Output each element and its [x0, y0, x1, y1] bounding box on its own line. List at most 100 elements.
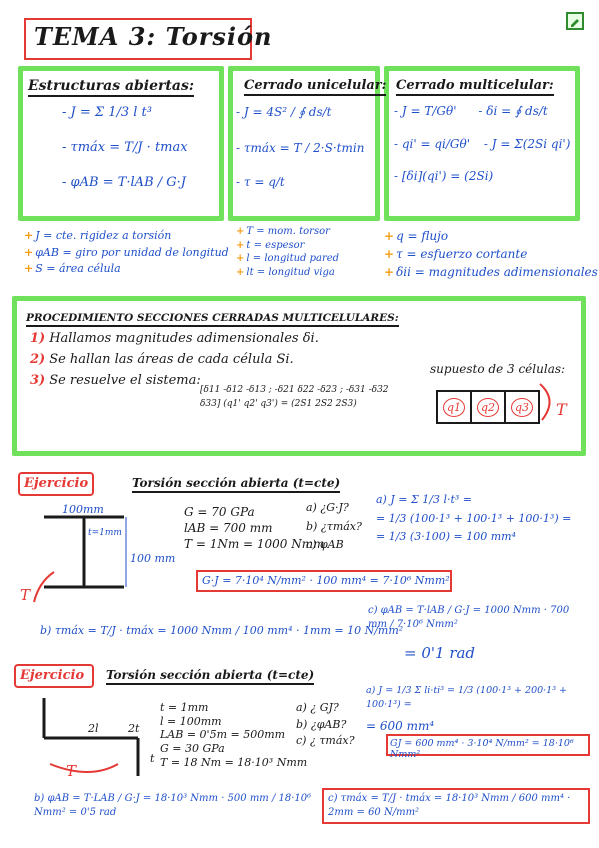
ex1-given-g: G = 70 GPa	[184, 505, 255, 519]
legend-lt: lt = longitud viga	[246, 266, 335, 278]
ex2-asks: a) ¿ GJ? b) ¿φAB? c) ¿ τmáx?	[296, 701, 355, 748]
ex2-tag-box	[14, 664, 94, 688]
formula-j: - J = Σ 1/3 l t³	[62, 105, 152, 120]
ex1-height-label: 100 mm	[130, 552, 176, 565]
ex2-part-a: a) J = 1/3 Σ li·ti³ = 1/3 (100·1³ + 200·…	[366, 684, 592, 735]
legend-j: J = cte. rigidez a torsión	[35, 229, 172, 242]
three-cell-diagram: q1 q2 q3	[436, 390, 540, 424]
box-cerrado-multicelular	[384, 66, 580, 221]
ex2-given-lab: LAB = 0'5m = 500mm	[160, 728, 286, 742]
formulas-multicelular: - J = T/Gθ' - δi = ∮ ds/t - qi' = qi/Gθ'…	[394, 104, 570, 183]
formula-phi: - φAB = T·lAB / G·J	[62, 174, 187, 190]
box-cerrado-unicelular	[228, 66, 380, 221]
supuesto-label: supuesto de 3 células:	[430, 362, 566, 376]
step-3-text: Se resuelve el sistema:	[49, 372, 201, 388]
ex1-part-b: b) τmáx = T/J · tmáx = 1000 Nmm / 100 mm…	[40, 624, 404, 637]
ex1-asks: a) ¿G·J? b) ¿τmáx? c) φAB	[306, 501, 362, 552]
ex2-part-c-box	[322, 788, 590, 824]
legend-delta: δii = magnitudes adimensionales	[396, 264, 598, 279]
ex1-given-t: T = 1Nm = 1000 Nmm	[184, 536, 325, 551]
ex2-ask-b: b) ¿φAB?	[296, 717, 347, 731]
legend-col3: +q = flujo +τ = esfuerzo cortante +δii =…	[384, 229, 598, 279]
ex1-title: Torsión sección abierta (t=cte)	[132, 476, 341, 493]
ex2-l2-label: 2t	[128, 722, 140, 735]
ex1-part-a: a) J = Σ 1/3 l·t³ = = 1/3 (100·1³ + 100·…	[376, 493, 572, 544]
ex2-part-b: b) φAB = T·LAB / G·J = 18·10³ Nmm · 500 …	[34, 793, 312, 818]
procedure-torque-label: T	[556, 400, 567, 419]
page-title: TEMA 3: Torsión	[34, 22, 273, 51]
formula-tmax-uni: - τmáx = T / 2·S·tmin	[236, 140, 365, 155]
procedure-steps: 1)Hallamos magnitudes adimensionales δi.…	[30, 331, 319, 389]
legend-phi: φAB = giro por unidad de longitud	[35, 245, 229, 259]
box-procedimiento	[12, 296, 586, 456]
formulas-unicelular: - J = 4S² / ∮ ds/t - τmáx = T / 2·S·tmin…	[236, 105, 365, 189]
legend-col1: +J = cte. rigidez a torsión +φAB = giro …	[24, 229, 229, 276]
ex2-given-g: G = 30 GPa	[160, 741, 225, 755]
formulas-abiertas: - J = Σ 1/3 l t³ - τmáx = T/J · tmax - φ…	[62, 105, 188, 191]
ex2-gj-box	[386, 734, 590, 756]
ex1-part-c-result: = 0'1 rad	[404, 644, 476, 662]
edit-icon[interactable]	[566, 12, 584, 30]
heading-multicelular: Cerrado multicelular:	[396, 78, 554, 96]
legend-thick: t = espesor	[246, 239, 305, 251]
ex1-torque-label: T	[20, 586, 31, 604]
formula-system-multi: - [δi](qi') = (2Si)	[394, 168, 494, 183]
formula-tmax: - τmáx = T/J · tmax	[62, 139, 188, 155]
step-2-text: Se hallan las áreas de cada célula Si.	[49, 351, 294, 367]
ex1-tag: Ejercicio	[24, 476, 89, 491]
heading-abiertas: Estructuras abiertas:	[28, 78, 194, 97]
ex1-given-l: lAB = 700 mm	[184, 520, 273, 535]
ex1-tag-box	[18, 472, 94, 496]
formula-jsum-multi: - J = Σ(2Si qi')	[483, 136, 571, 151]
heading-unicelular: Cerrado unicelular:	[244, 78, 387, 96]
cell-2-flow: q2	[476, 397, 500, 417]
ex1-width-label: 100mm	[62, 503, 104, 516]
ex1-gj-box	[196, 570, 452, 592]
formula-delta-multi: - δi = ∮ ds/t	[478, 104, 548, 118]
ex1-thick-label: t=1mm	[88, 528, 122, 538]
formula-j-multi: - J = T/Gθ'	[394, 104, 457, 118]
legend-tau: τ = esfuerzo cortante	[396, 246, 528, 261]
ex2-t-label: t	[150, 752, 155, 765]
legend-l: l = longitud pared	[246, 253, 340, 264]
legend-col2: +T = mom. torsor +t = espesor +l = longi…	[236, 226, 340, 278]
ex1-ask-a: a) ¿G·J?	[306, 501, 349, 514]
ex2-gj: GJ = 600 mm⁴ · 3·10⁴ N/mm² = 18·10⁶ Nmm²	[390, 738, 574, 760]
formula-q-multi: - qi' = qi/Gθ'	[394, 136, 471, 151]
procedure-heading: PROCEDIMIENTO SECCIONES CERRADAS MULTICE…	[26, 312, 399, 327]
ex2-given-l: l = 100mm	[160, 714, 222, 728]
ex1-given: G = 70 GPa lAB = 700 mm T = 1Nm = 1000 N…	[184, 505, 325, 551]
torque-arrow-icon	[539, 383, 551, 421]
legend-s: S = área célula	[35, 262, 121, 276]
step-1-text: Hallamos magnitudes adimensionales δi.	[49, 331, 319, 346]
ex1-ask-c: c) φAB	[306, 538, 344, 552]
procedure-matrix: [δ11 -δ12 -δ13 ; -δ21 δ22 -δ23 ; -δ31 -δ…	[200, 385, 389, 409]
ex1-a-line2: = 1/3 (100·1³ + 100·1³ + 100·1³) =	[376, 511, 572, 525]
ex2-z-section-diagram	[42, 698, 140, 776]
legend-t: T = mom. torsor	[246, 226, 330, 237]
cell-1-flow: q1	[442, 397, 466, 417]
ex2-l1-label: 2l	[88, 722, 99, 735]
title-box	[24, 18, 252, 60]
ex1-gj: G·J = 7·10⁴ N/mm² · 100 mm⁴ = 7·10⁶ Nmm²	[202, 574, 450, 587]
ex2-given: t = 1mm l = 100mm LAB = 0'5m = 500mm G =…	[160, 701, 308, 769]
ex1-i-section-diagram	[33, 515, 127, 603]
ex1-a-line3: = 1/3 (3·100) = 100 mm⁴	[376, 530, 516, 544]
ex2-a-line2: = 600 mm⁴	[366, 718, 435, 733]
ex1-ask-b: b) ¿τmáx?	[306, 519, 362, 533]
formula-j-uni: - J = 4S² / ∮ ds/t	[236, 105, 332, 119]
ex2-ask-c: c) ¿ τmáx?	[296, 734, 355, 748]
box-estructuras-abiertas	[18, 66, 224, 221]
step-1-number: 1)	[30, 331, 46, 346]
ex2-given-torque: T = 18 Nm = 18·10³ Nmm	[160, 755, 308, 769]
ex2-tag: Ejercicio	[20, 668, 85, 683]
ex1-part-c: c) φAB = T·lAB / G·J = 1000 Nmm · 700 mm…	[368, 605, 570, 630]
ex2-a-line1: a) J = 1/3 Σ li·ti³ = 1/3 (100·1³ + 200·…	[366, 685, 568, 711]
formula-tau-uni: - τ = q/t	[236, 174, 285, 189]
ex2-given-t: t = 1mm	[160, 701, 209, 714]
ex2-part-c: c) τmáx = T/J · tmáx = 18·10³ Nmm / 600 …	[328, 793, 571, 818]
ex2-torque-label: T	[66, 762, 77, 780]
ex2-ask-a: a) ¿ GJ?	[296, 701, 339, 714]
cell-3-flow: q3	[510, 397, 534, 417]
step-3-number: 3)	[30, 372, 46, 388]
